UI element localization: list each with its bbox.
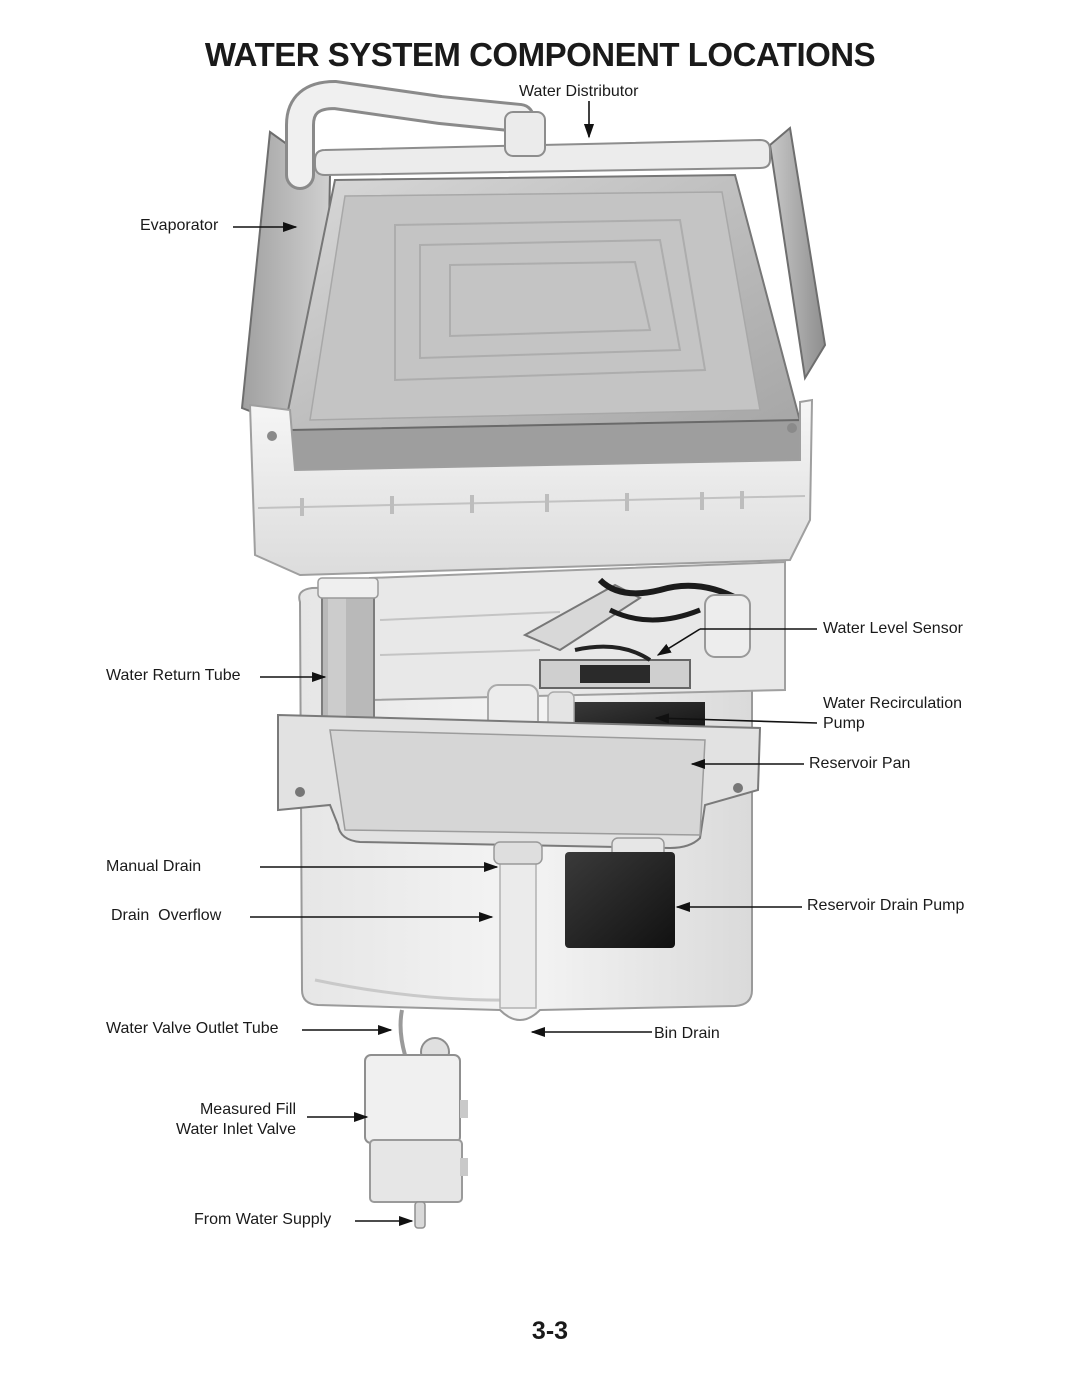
label-water-valve-outlet-tube: Water Valve Outlet Tube bbox=[106, 1020, 279, 1037]
arrow-recirculation-pump bbox=[654, 713, 818, 724]
label-drain-overflow: Drain Overflow bbox=[111, 907, 222, 924]
water-inlet-valve bbox=[364, 1009, 468, 1229]
drain-overflow-tube bbox=[493, 841, 543, 1009]
label-water-recirculation-pump-line1: Water Recirculation bbox=[823, 695, 963, 712]
label-measured-fill-line2: Water Inlet Valve bbox=[175, 1121, 296, 1138]
label-water-return-tube: Water Return Tube bbox=[106, 667, 241, 684]
water-return-tube bbox=[317, 577, 379, 731]
reservoir-pan bbox=[277, 713, 762, 850]
label-reservoir-drain-pump: Reservoir Drain Pump bbox=[807, 897, 965, 914]
label-evaporator: Evaporator bbox=[140, 217, 219, 234]
water-distributor bbox=[285, 79, 771, 190]
page-title: WATER SYSTEM COMPONENT LOCATIONS bbox=[204, 36, 876, 73]
evaporator-assembly bbox=[240, 126, 827, 577]
label-from-water-supply: From Water Supply bbox=[194, 1211, 332, 1228]
label-water-recirculation-pump: Water Recirculation Pump bbox=[823, 694, 962, 734]
label-water-distributor: Water Distributor bbox=[519, 83, 639, 100]
reservoir-drain-pump bbox=[565, 837, 675, 948]
label-manual-drain: Manual Drain bbox=[106, 858, 202, 875]
label-water-level-sensor: Water Level Sensor bbox=[823, 620, 963, 637]
label-measured-fill-water-inlet-valve: Measured Fill Water Inlet Valve bbox=[150, 1100, 296, 1140]
label-reservoir-pan: Reservoir Pan bbox=[809, 755, 911, 772]
water-level-sensor bbox=[522, 577, 751, 689]
callout-arrows bbox=[233, 101, 818, 1227]
label-water-recirculation-pump-line2: Pump bbox=[823, 715, 865, 732]
page-number: 3-3 bbox=[531, 1317, 569, 1345]
label-bin-drain: Bin Drain bbox=[654, 1025, 720, 1042]
label-measured-fill-line1: Measured Fill bbox=[199, 1101, 296, 1118]
arrow-water-level-sensor-tip bbox=[656, 628, 701, 656]
